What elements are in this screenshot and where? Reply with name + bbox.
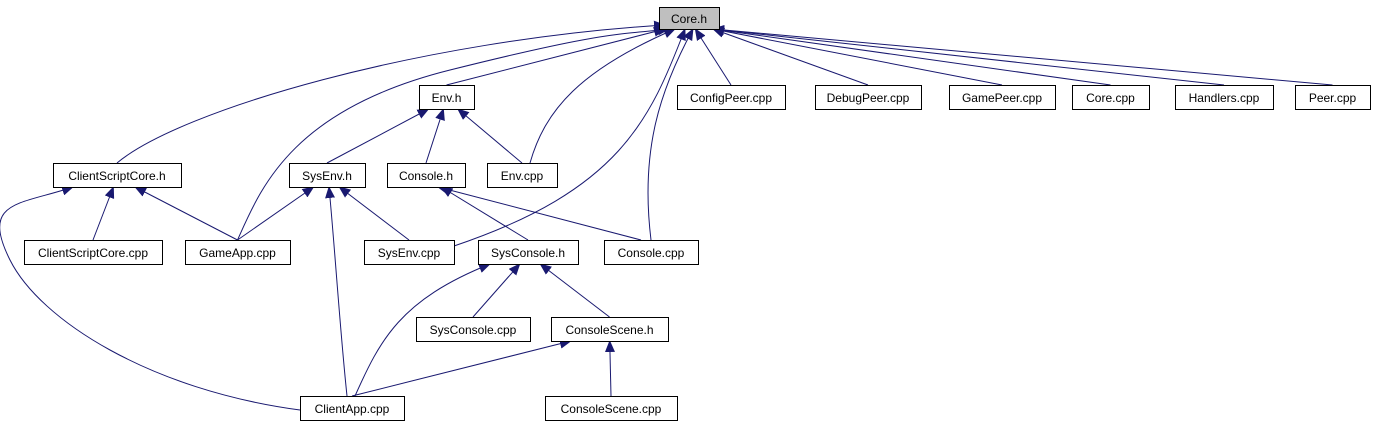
edge-clientapp_cpp-to-sysenv_h — [325, 186, 348, 397]
node-label: ClientScriptCore.cpp — [38, 246, 148, 260]
node-label: Env.cpp — [501, 169, 544, 183]
node-core-cpp[interactable]: Core.cpp — [1072, 85, 1150, 110]
node-box — [815, 85, 922, 110]
node-label: GameApp.cpp — [199, 246, 276, 260]
edge-peer_cpp-to-core_h — [712, 25, 1333, 86]
node-debugpeer-cpp[interactable]: DebugPeer.cpp — [815, 85, 922, 110]
node-consolescene-h[interactable]: ConsoleScene.h — [551, 317, 669, 342]
node-gamepeer-cpp[interactable]: GamePeer.cpp — [949, 85, 1056, 110]
node-box — [478, 240, 579, 265]
node-sysconsole-h[interactable]: SysConsole.h — [478, 240, 579, 265]
node-box — [1175, 85, 1274, 110]
node-label: SysConsole.h — [491, 246, 565, 260]
node-label: SysEnv.h — [302, 169, 352, 183]
node-label: ConsoleScene.cpp — [561, 402, 662, 416]
edge-debugpeer_cpp-to-core_h — [712, 28, 869, 86]
node-label: SysConsole.cpp — [430, 323, 517, 337]
node-clientscriptcore-cpp[interactable]: ClientScriptCore.cpp — [24, 240, 163, 265]
edge-env_cpp-to-core_h — [529, 28, 676, 164]
node-label: DebugPeer.cpp — [827, 91, 910, 105]
edge-configpeer_cpp-to-core_h — [694, 28, 732, 86]
node-console-cpp[interactable]: Console.cpp — [604, 240, 699, 265]
edge-gameapp_cpp-to-core_h — [237, 25, 670, 241]
node-box — [364, 240, 455, 265]
edge-console_h-to-env_h — [425, 108, 445, 164]
node-clientscriptcore-h[interactable]: ClientScriptCore.h — [53, 163, 182, 188]
edge-clientapp_cpp-to-sysconsole_h — [354, 263, 491, 397]
edge-sysenv_h-to-env_h — [326, 108, 430, 164]
node-label: ClientApp.cpp — [315, 402, 390, 416]
node-label: ConsoleScene.h — [565, 323, 653, 337]
node-core-h[interactable]: Core.h — [659, 7, 720, 30]
edges-layer — [0, 20, 1333, 411]
node-box — [487, 163, 558, 188]
edge-clientscriptcore_cpp-to-clientscriptcore_h — [92, 186, 115, 241]
node-label: GamePeer.cpp — [962, 91, 1042, 105]
node-clientapp-cpp[interactable]: ClientApp.cpp — [300, 396, 405, 421]
edge-clientapp_cpp-to-consolescene_h — [351, 338, 572, 397]
node-sysenv-cpp[interactable]: SysEnv.cpp — [364, 240, 455, 265]
node-label: Handlers.cpp — [1189, 91, 1260, 105]
node-sysconsole-cpp[interactable]: SysConsole.cpp — [416, 317, 531, 342]
edge-env_cpp-to-env_h — [457, 108, 523, 164]
node-box — [289, 163, 366, 188]
node-env-h[interactable]: Env.h — [419, 85, 475, 110]
edge-gamepeer_cpp-to-core_h — [712, 26, 1003, 86]
node-box — [185, 240, 291, 265]
edge-clientapp_cpp-to-clientscriptcore_h — [0, 185, 301, 411]
node-console-h[interactable]: Console.h — [387, 163, 466, 188]
edge-env_h-to-core_h — [446, 26, 666, 86]
edge-handlers_cpp-to-core_h — [712, 25, 1225, 86]
node-handlers-cpp[interactable]: Handlers.cpp — [1175, 85, 1274, 110]
edge-consolescene_h-to-sysconsole_h — [539, 263, 610, 318]
node-box — [1295, 85, 1371, 110]
node-configpeer-cpp[interactable]: ConfigPeer.cpp — [677, 85, 786, 110]
node-label: ClientScriptCore.h — [68, 169, 165, 183]
node-box — [659, 7, 720, 30]
edge-clientscriptcore_h-to-core_h — [116, 20, 666, 164]
node-gameapp-cpp[interactable]: GameApp.cpp — [185, 240, 291, 265]
node-box — [949, 85, 1056, 110]
node-label: Peer.cpp — [1309, 91, 1357, 105]
node-label: Env.h — [432, 91, 462, 105]
edge-core_cpp-to-core_h — [712, 25, 1111, 86]
node-label: Core.cpp — [1086, 91, 1135, 105]
node-sysenv-h[interactable]: SysEnv.h — [289, 163, 366, 188]
node-box — [387, 163, 466, 188]
node-label: SysEnv.cpp — [378, 246, 441, 260]
node-box — [677, 85, 786, 110]
edge-console_cpp-to-console_h — [437, 184, 642, 241]
edge-sysenv_cpp-to-core_h — [453, 28, 686, 247]
node-box — [604, 240, 699, 265]
edge-gameapp_cpp-to-sysenv_h — [237, 186, 315, 241]
node-peer-cpp[interactable]: Peer.cpp — [1295, 85, 1371, 110]
edge-sysconsole_h-to-console_h — [440, 186, 529, 241]
node-consolescene-cpp[interactable]: ConsoleScene.cpp — [545, 396, 678, 421]
node-box — [551, 317, 669, 342]
node-label: Console.h — [399, 169, 453, 183]
edge-sysenv_cpp-to-sysenv_h — [338, 186, 410, 241]
node-label: Console.cpp — [618, 246, 685, 260]
node-box — [545, 396, 678, 421]
edge-gameapp_cpp-to-clientscriptcore_h — [134, 186, 238, 241]
node-box — [300, 396, 405, 421]
edge-console_cpp-to-core_h — [647, 28, 694, 241]
node-label: ConfigPeer.cpp — [690, 91, 772, 105]
node-box — [419, 85, 475, 110]
node-box — [53, 163, 182, 188]
node-box — [1072, 85, 1150, 110]
node-env-cpp[interactable]: Env.cpp — [487, 163, 558, 188]
node-box — [416, 317, 531, 342]
node-label: Core.h — [671, 12, 707, 26]
edge-sysconsole_cpp-to-sysconsole_h — [472, 263, 521, 318]
node-box — [24, 240, 163, 265]
edge-consolescene_cpp-to-consolescene_h — [604, 340, 615, 397]
